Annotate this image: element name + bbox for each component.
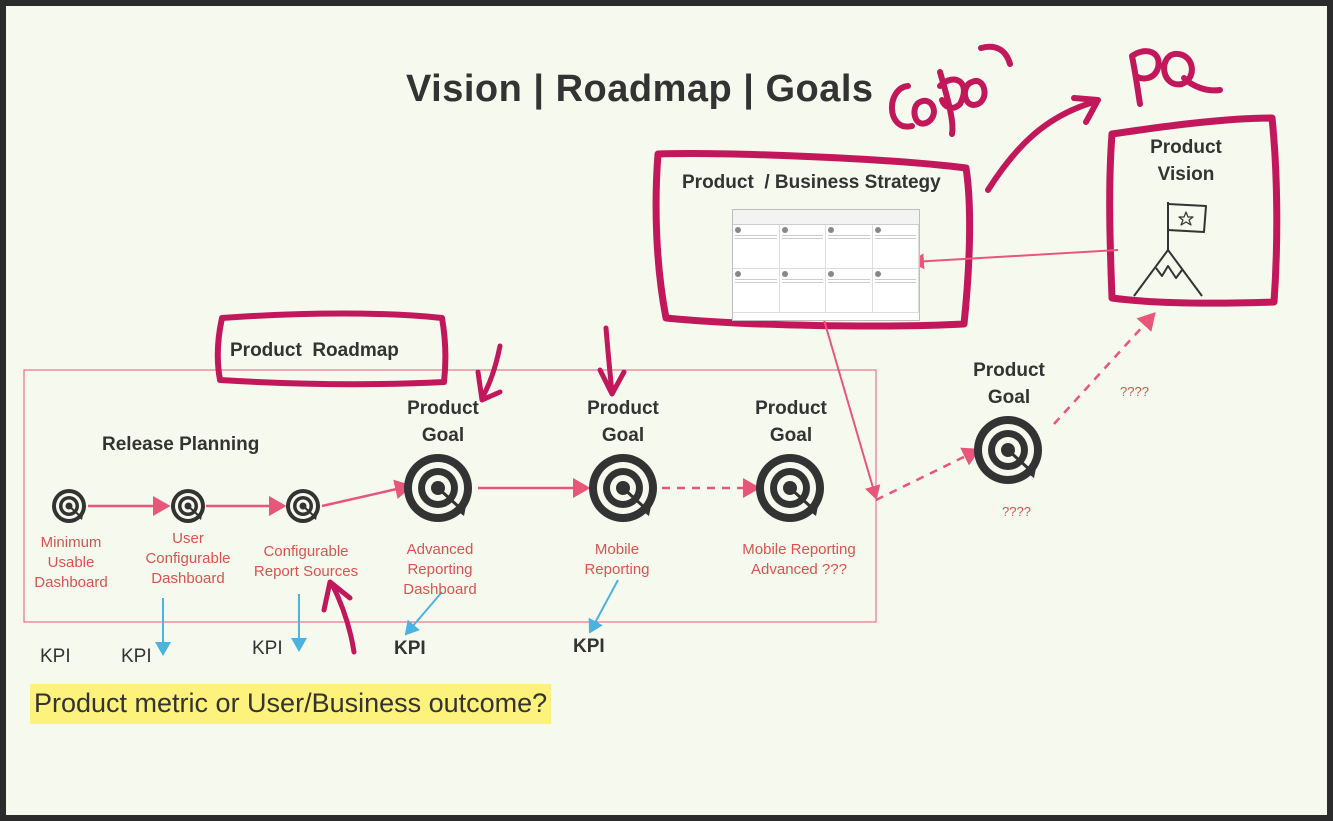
connector-r3-g1 bbox=[321, 479, 413, 508]
goal-caption: Advanced Reporting Dashboard bbox=[403, 541, 477, 598]
goal-target-icon bbox=[587, 452, 659, 524]
kpi-label: KPI bbox=[252, 638, 283, 659]
strategy-canvas-thumbnail bbox=[732, 209, 920, 321]
connector-g3-g4 bbox=[875, 447, 981, 502]
release-target-icon bbox=[170, 488, 206, 524]
goal-label: Product Goal bbox=[973, 360, 1045, 408]
handwritten-arrow-release3 bbox=[321, 579, 357, 655]
vision-label: Product Vision bbox=[1150, 137, 1222, 185]
kpi-label: KPI bbox=[394, 638, 426, 659]
strategy-box-outline bbox=[652, 150, 974, 330]
mountain-flag-icon bbox=[1133, 202, 1207, 297]
handwritten-arrow-to-pq bbox=[985, 95, 1101, 193]
handwritten-arrow-goal1 bbox=[475, 343, 503, 403]
roadmap-label: Product Roadmap bbox=[230, 340, 399, 361]
handwritten-arrow-goal2 bbox=[597, 325, 627, 397]
connector-strategy-roadmap bbox=[823, 319, 881, 500]
diagram-graphics bbox=[23, 43, 1281, 656]
connector-vision-strategy bbox=[910, 249, 1119, 270]
vision-question: ???? bbox=[1120, 384, 1149, 399]
kpi-label: KPI bbox=[40, 646, 71, 667]
goal-caption: Mobile Reporting bbox=[584, 541, 650, 578]
connector-g4-vision bbox=[1053, 312, 1156, 425]
kpi-arrow-4 bbox=[404, 591, 443, 636]
metric-question-highlight: Product metric or User/Business outcome? bbox=[30, 684, 552, 724]
goal-target-icon bbox=[402, 452, 474, 524]
release-caption: Configurable Report Sources bbox=[253, 543, 359, 580]
release-planning-label: Release Planning bbox=[102, 434, 260, 455]
pq-handwriting bbox=[1129, 48, 1223, 107]
release-target-icon bbox=[51, 488, 87, 524]
goal-label: Product Goal bbox=[587, 398, 659, 446]
goal-label: Product Goal bbox=[755, 398, 827, 446]
strategy-label: Product / Business Strategy bbox=[682, 172, 941, 193]
page-title: Vision | Roadmap | Goals bbox=[406, 68, 874, 110]
goal-caption: ???? bbox=[1002, 504, 1031, 519]
goal-target-icon bbox=[754, 452, 826, 524]
release-caption: User Configurable Dashboard bbox=[145, 530, 231, 587]
kpi-label: KPI bbox=[573, 636, 605, 657]
copo-handwriting bbox=[889, 43, 1013, 137]
roadmap-label-box-outline bbox=[214, 310, 449, 388]
kpi-label: KPI bbox=[121, 646, 152, 667]
goal-label: Product Goal bbox=[407, 398, 479, 446]
release-caption: Minimum Usable Dashboard bbox=[34, 534, 108, 591]
goal-target-icon bbox=[972, 414, 1044, 486]
kpi-arrow-5 bbox=[588, 579, 619, 634]
release-target-icon bbox=[285, 488, 321, 524]
goal-caption: Mobile Reporting Advanced ??? bbox=[742, 541, 856, 578]
